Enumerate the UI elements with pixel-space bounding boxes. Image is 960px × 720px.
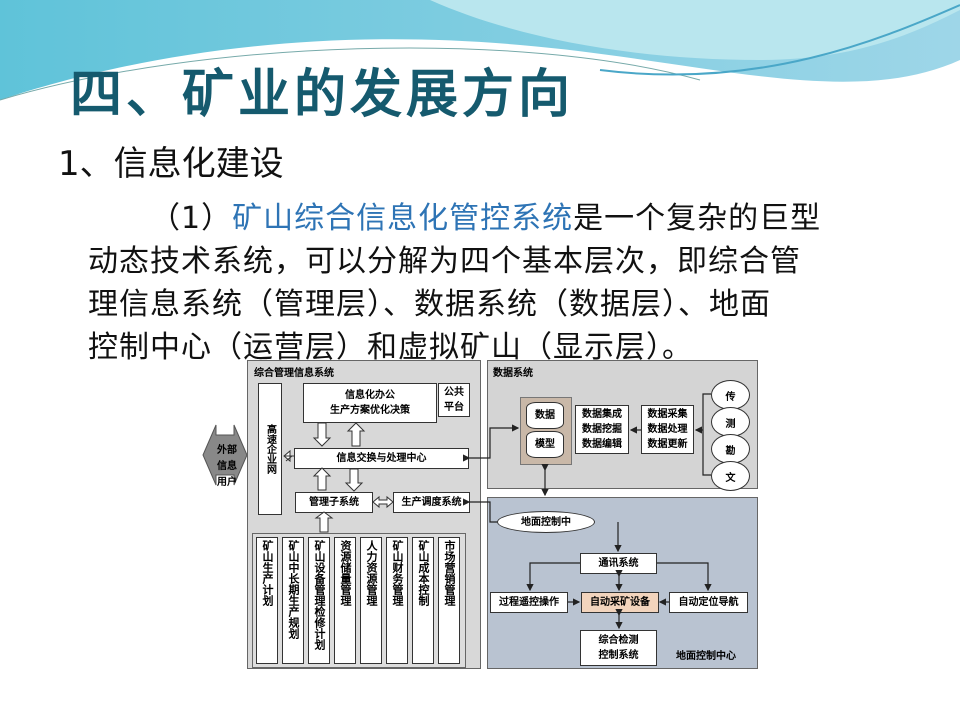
data-system-title: 数据系统 xyxy=(493,368,533,379)
paragraph-line-3: 理信息系统（管理层）、数据系统（数据层）、地面 xyxy=(88,287,771,322)
module-column: 矿山财务管理 xyxy=(386,537,408,664)
source-oval: 测 xyxy=(711,407,750,437)
management-subsystem-box: 管理子系统 xyxy=(295,492,373,513)
source-oval: 传 xyxy=(711,380,750,410)
highlight-term: 矿山综合信息化管控系统 xyxy=(232,201,574,236)
data-integration-box: 数据集成 数据挖掘 数据编辑 xyxy=(575,405,629,454)
module-column: 矿山成本控制 xyxy=(412,537,434,664)
section-heading: 1、信息化建设 xyxy=(58,144,284,184)
paragraph-text: 是一个复杂的巨型 xyxy=(573,201,822,236)
communication-system-box: 通讯系统 xyxy=(580,553,657,574)
enterprise-network-box: 高速企业网 xyxy=(258,383,282,515)
production-dispatch-box: 生产调度系统 xyxy=(393,492,470,513)
item-number: （1） xyxy=(150,201,233,236)
data-collection-box: 数据采集 数据处理 数据更新 xyxy=(641,405,694,454)
source-oval: 勘 xyxy=(711,434,750,464)
office-decision-box: 信息化办公 生产方案优化决策 xyxy=(303,383,437,423)
ground-control-label: 地面控制中心 xyxy=(676,651,736,662)
module-column: 资源储量管理 xyxy=(334,537,356,664)
paragraph-line-4: 控制中心（运营层）和虚拟矿山（显示层）。 xyxy=(88,330,693,365)
database-model: 模型 xyxy=(526,431,564,458)
source-oval: 文 xyxy=(711,461,750,491)
integrated-monitoring-box: 综合检测 控制系统 xyxy=(580,630,657,666)
header-wave-decoration xyxy=(0,0,960,101)
paragraph-line-2: 动态技术系统，可以分解为四个基本层次，即综合管 xyxy=(88,244,801,279)
info-exchange-center-box: 信息交换与处理中心 xyxy=(294,448,469,469)
module-column: 市场营销管理 xyxy=(438,537,460,664)
public-platform-box: 公共平台 xyxy=(438,383,470,417)
module-column: 矿山设备管理检修计划 xyxy=(308,537,330,664)
ground-control-oval: 地面控制中 xyxy=(497,511,595,533)
database-data: 数据 xyxy=(526,402,564,429)
auto-mining-equipment-box: 自动采矿设备 xyxy=(581,592,659,613)
remote-operation-box: 过程遥控操作 xyxy=(490,592,568,613)
external-users-label: 外部信息用户 xyxy=(217,445,237,488)
auto-navigation-box: 自动定位导航 xyxy=(669,592,748,613)
module-column: 矿山生产计划 xyxy=(256,537,278,664)
module-column: 矿山中长期生产规划 xyxy=(282,537,304,664)
paragraph-line-1: （1）矿山综合信息化管控系统是一个复杂的巨型 xyxy=(150,193,821,237)
slide-title: 四、矿业的发展方向 xyxy=(70,65,575,125)
module-column: 人力资源管理 xyxy=(360,537,382,664)
mis-title: 综合管理信息系统 xyxy=(254,368,334,379)
